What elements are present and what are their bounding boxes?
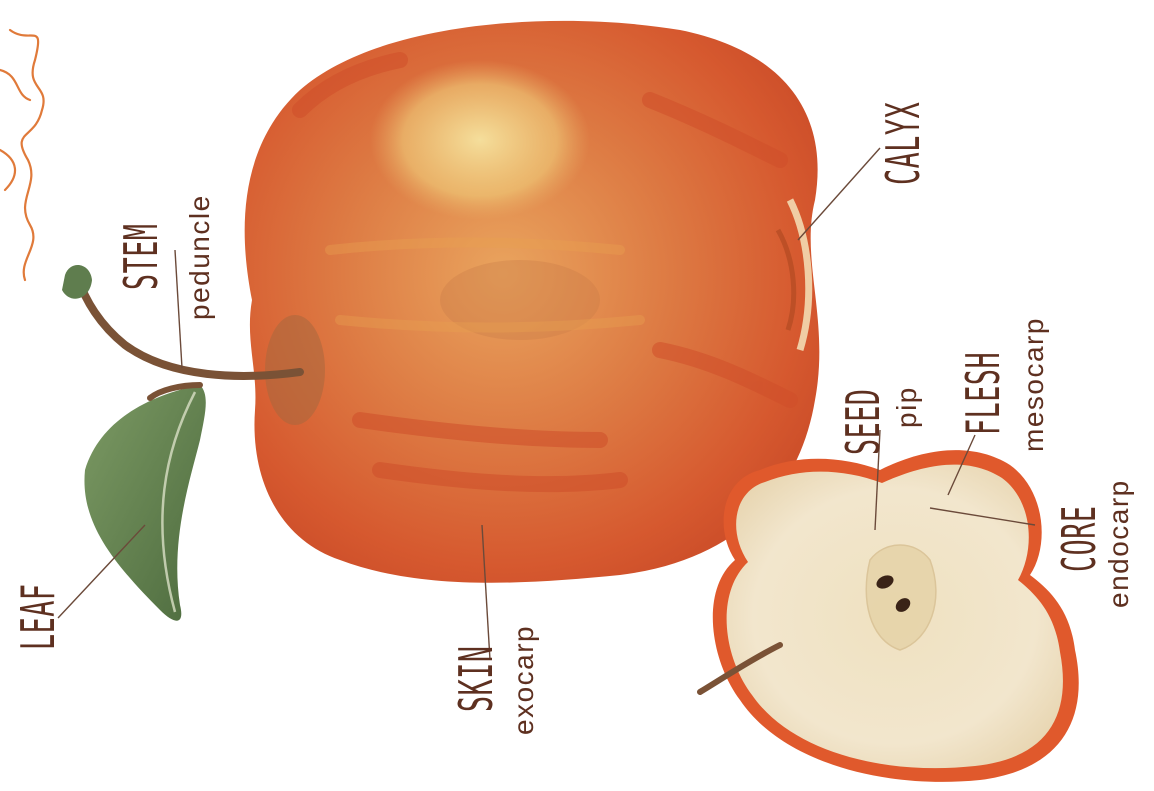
label-mesocarp: mesocarp [1020, 317, 1048, 452]
label-skin: SKIN [453, 645, 499, 712]
label-leaf: LEAF [15, 583, 61, 650]
leaf-shape [84, 385, 205, 621]
label-calyx: CALYX [880, 102, 926, 185]
apple-slice [700, 450, 1079, 782]
label-peduncle: peduncle [186, 194, 214, 320]
label-exocarp: exocarp [510, 625, 538, 735]
label-seed: SEED [840, 388, 886, 455]
label-flesh: FLESH [960, 352, 1006, 435]
decorative-squiggle [0, 30, 44, 280]
label-endocarp: endocarp [1105, 479, 1133, 608]
label-core: CORE [1056, 505, 1102, 572]
label-stem: STEM [118, 223, 164, 290]
leader-stem [175, 250, 182, 368]
label-pip: pip [893, 386, 921, 428]
apple-highlight [370, 60, 590, 220]
